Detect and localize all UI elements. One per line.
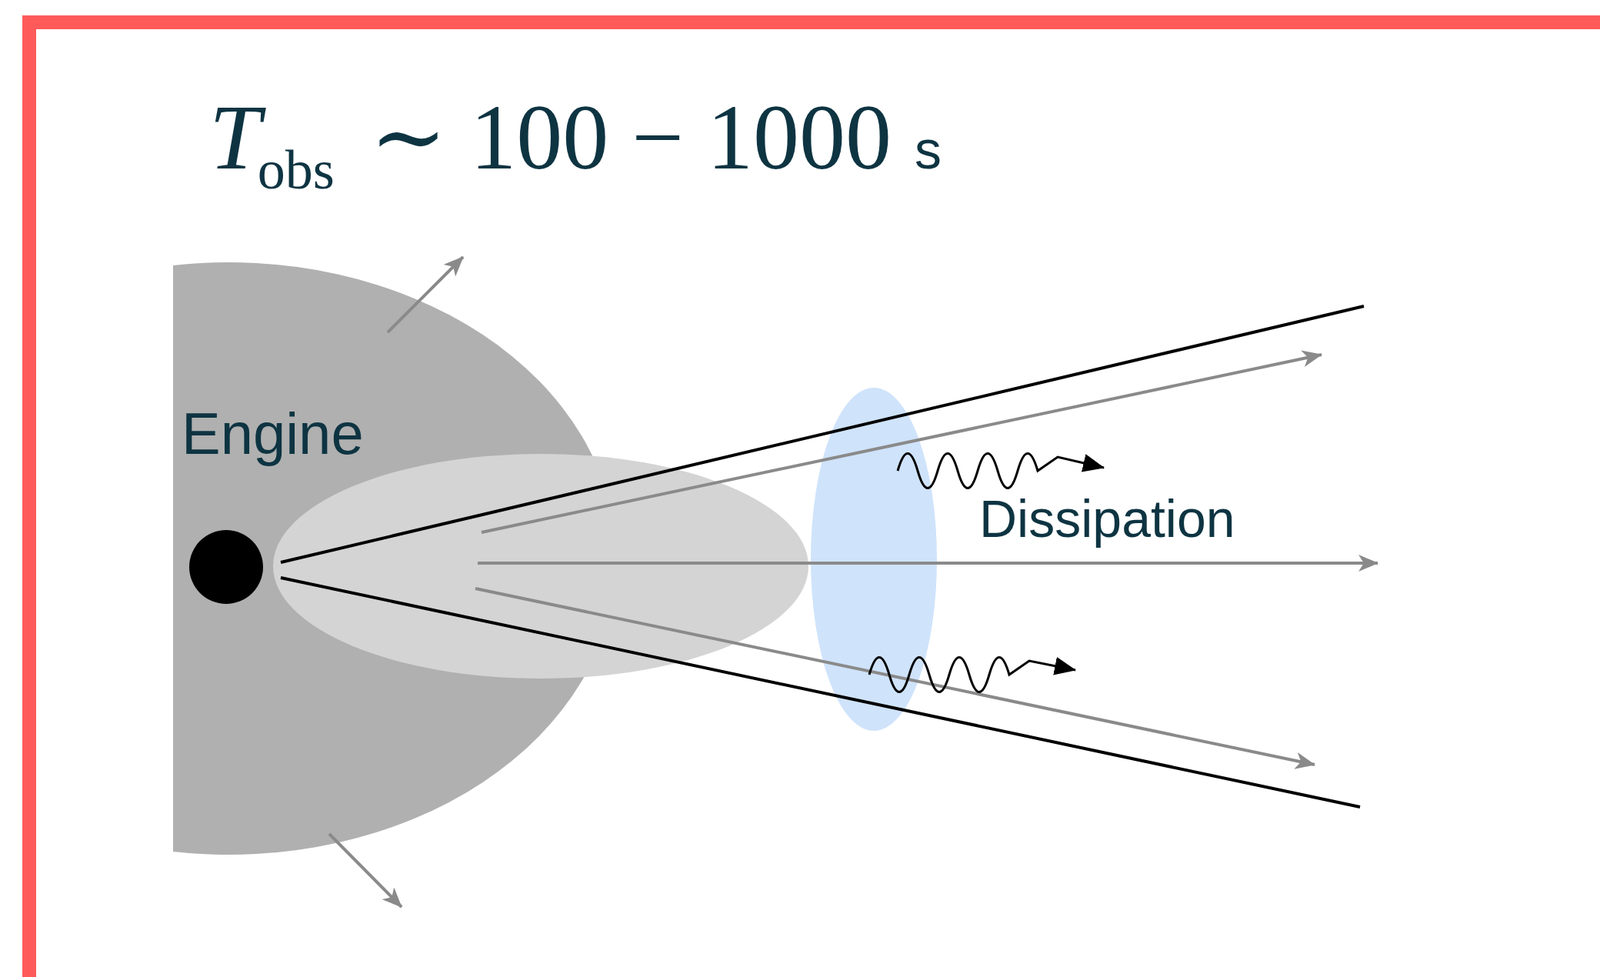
engine-label: Engine xyxy=(181,404,364,464)
time-range: ∼ 100 − 1000 xyxy=(370,91,892,184)
jet-edge xyxy=(280,306,1364,563)
cocoon-ellipse xyxy=(273,453,809,679)
outflow-arrow xyxy=(387,256,464,333)
dissipation-label: Dissipation xyxy=(979,492,1236,545)
engine-dot xyxy=(189,530,264,604)
title-row: Tobs∼ 100 − 1000s xyxy=(209,91,942,184)
jet-edge xyxy=(280,577,1360,807)
time-subscript: obs xyxy=(257,142,335,198)
photon-wave xyxy=(897,453,1104,489)
photon-wave xyxy=(869,657,1076,693)
time-unit: s xyxy=(914,123,942,177)
flow-arrow xyxy=(475,588,1315,765)
time-symbol: T xyxy=(209,91,261,184)
outflow-arrow xyxy=(329,833,402,907)
flow-arrow xyxy=(477,561,1378,565)
